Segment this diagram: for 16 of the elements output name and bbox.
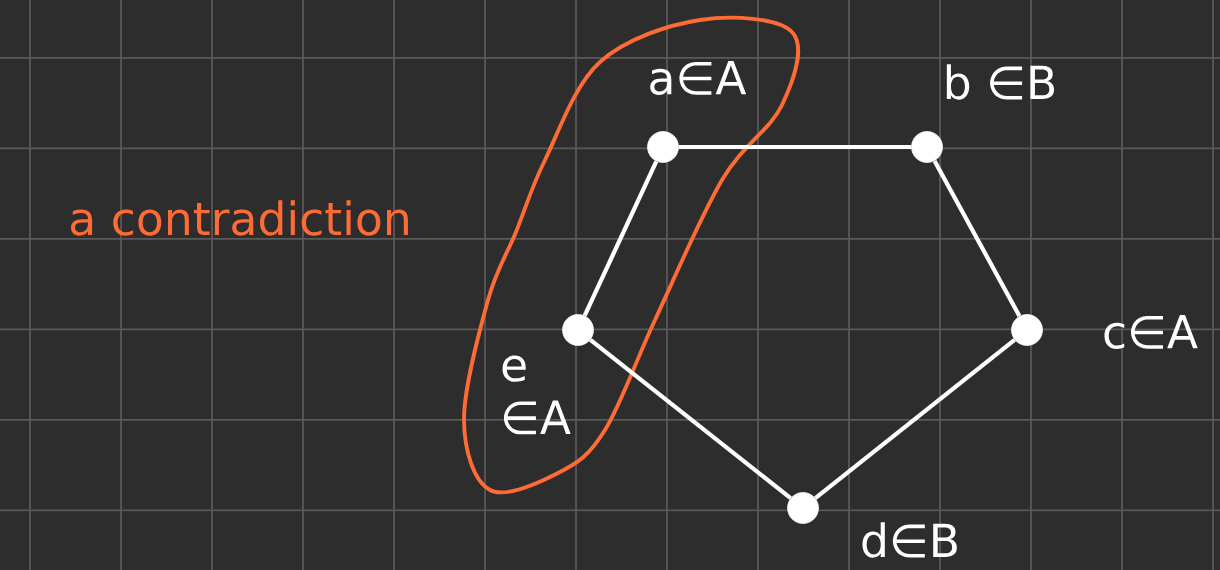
vertex-dot [562,314,594,346]
graph-edge [932,159,1022,318]
annotation-text: a contradiction [71,200,408,236]
vertex-dot [911,131,943,163]
vertex-label: a∈A [650,61,747,95]
graph-edge [589,338,792,500]
graph-edge [582,160,659,317]
vertex-label: c∈A [1104,315,1198,349]
vertex-dot [647,131,679,163]
vertex-dot [1011,314,1043,346]
graph-edge [678,144,912,150]
vertex-label: b ∈B [946,64,1055,100]
graph-edge [814,338,1016,500]
vertex-dot [787,492,819,524]
vertex-label: d∈B [862,522,957,558]
vertex-label: e ∈A [502,355,571,435]
